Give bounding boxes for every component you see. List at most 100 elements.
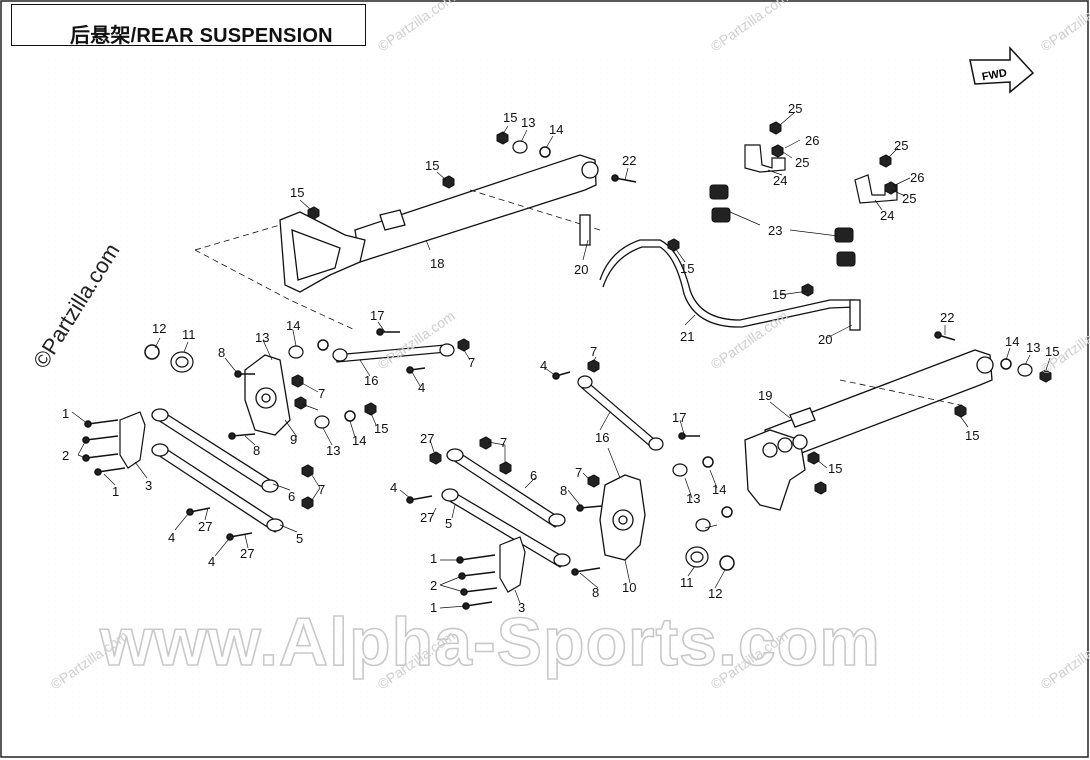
callout-21: 21: [680, 329, 694, 344]
callout-27: 27: [420, 431, 434, 446]
sway-bar-bushings: [709, 184, 856, 267]
callout-4: 4: [418, 380, 425, 395]
callout-8: 8: [218, 345, 225, 360]
callout-15: 15: [374, 421, 388, 436]
callout-27: 27: [240, 546, 254, 561]
watermark-partzilla-small: ©Partzilla.com: [375, 0, 458, 54]
callout-17: 17: [672, 410, 686, 425]
callout-4: 4: [540, 358, 547, 373]
callout-13: 13: [686, 491, 700, 506]
knuckle-right: [599, 474, 646, 561]
callout-15: 15: [772, 287, 786, 302]
callout-14: 14: [352, 433, 366, 448]
callout-14: 14: [549, 122, 563, 137]
title-box: 后悬架/REAR SUSPENSION: [11, 4, 366, 47]
callout-13: 13: [255, 330, 269, 345]
callout-14: 14: [286, 318, 300, 333]
callout-25: 25: [788, 101, 802, 116]
callout-8: 8: [253, 443, 260, 458]
callout-8: 8: [592, 585, 599, 600]
callout-7: 7: [590, 344, 597, 359]
snap-rings: [144, 146, 1012, 571]
pivot-bushings: [288, 140, 1033, 532]
callout-3: 3: [145, 478, 152, 493]
control-arms-left: [151, 408, 284, 533]
callout-24: 24: [773, 173, 787, 188]
diagram-title: 后悬架/REAR SUSPENSION: [70, 25, 333, 47]
callout-26: 26: [910, 170, 924, 185]
bolts: [82, 174, 956, 610]
callout-11: 11: [680, 575, 694, 590]
toe-link-lower: [577, 375, 664, 451]
callout-10: 10: [622, 580, 636, 595]
callout-13: 13: [326, 443, 340, 458]
callout-6: 6: [530, 468, 537, 483]
callout-15: 15: [290, 185, 304, 200]
callout-14: 14: [712, 482, 726, 497]
callout-25: 25: [894, 138, 908, 153]
callout-22: 22: [940, 310, 954, 325]
callout-15: 15: [1045, 344, 1059, 359]
callout-11: 11: [182, 327, 196, 342]
callout-6: 6: [288, 489, 295, 504]
sway-bar: [579, 214, 861, 331]
callout-26: 26: [805, 133, 819, 148]
callout-2: 2: [62, 448, 69, 463]
callout-23: 23: [768, 223, 782, 238]
fwd-arrow: FWD: [969, 46, 1035, 94]
callout-16: 16: [595, 430, 609, 445]
callout-13: 13: [521, 115, 535, 130]
control-arms-right: [441, 448, 571, 568]
callout-14: 14: [1005, 334, 1019, 349]
callout-16: 16: [364, 373, 378, 388]
watermark-partzilla-small: ©Partzilla.com: [708, 0, 791, 54]
callout-20: 20: [818, 332, 832, 347]
watermark-partzilla-small: ©Partzilla.com: [1038, 0, 1090, 54]
callout-27: 27: [420, 510, 434, 525]
watermark-alpha-sports: www.Alpha-Sports.com: [99, 604, 881, 680]
callout-25: 25: [902, 191, 916, 206]
knuckle-left: [244, 354, 291, 436]
callout-19: 19: [758, 388, 772, 403]
trailing-arm-left: [279, 154, 599, 293]
callout-5: 5: [296, 531, 303, 546]
callout-8: 8: [560, 483, 567, 498]
bearings: [170, 351, 709, 568]
callout-9: 9: [290, 432, 297, 447]
callout-17: 17: [370, 308, 384, 323]
callout-1: 1: [112, 484, 119, 499]
callout-4: 4: [390, 480, 397, 495]
callout-7: 7: [575, 465, 582, 480]
callout-24: 24: [880, 208, 894, 223]
callout-4: 4: [208, 554, 215, 569]
callout-1: 1: [430, 600, 437, 615]
callout-labels: 15 13 14 15 15 22 18 20 15 21 23 25 26 2…: [62, 101, 1059, 615]
bracket-right: [499, 536, 526, 593]
callout-7: 7: [318, 482, 325, 497]
fwd-label: FWD: [981, 67, 1008, 83]
callout-12: 12: [152, 321, 166, 336]
callout-20: 20: [574, 262, 588, 277]
callout-25: 25: [795, 155, 809, 170]
callout-15: 15: [965, 428, 979, 443]
callout-13: 13: [1026, 340, 1040, 355]
callout-15: 15: [828, 461, 842, 476]
trailing-arm-right: [744, 349, 994, 511]
callout-27: 27: [198, 519, 212, 534]
callout-5: 5: [445, 516, 452, 531]
callout-1: 1: [430, 551, 437, 566]
toe-link-upper: [332, 343, 455, 363]
callout-1: 1: [62, 406, 69, 421]
callout-15: 15: [425, 158, 439, 173]
callout-3: 3: [518, 600, 525, 615]
callout-7: 7: [468, 355, 475, 370]
callout-22: 22: [622, 153, 636, 168]
callout-18: 18: [430, 256, 444, 271]
callout-15: 15: [503, 110, 517, 125]
callout-7: 7: [318, 386, 325, 401]
nuts: [291, 121, 1052, 510]
leader-lines: [71, 111, 1051, 609]
